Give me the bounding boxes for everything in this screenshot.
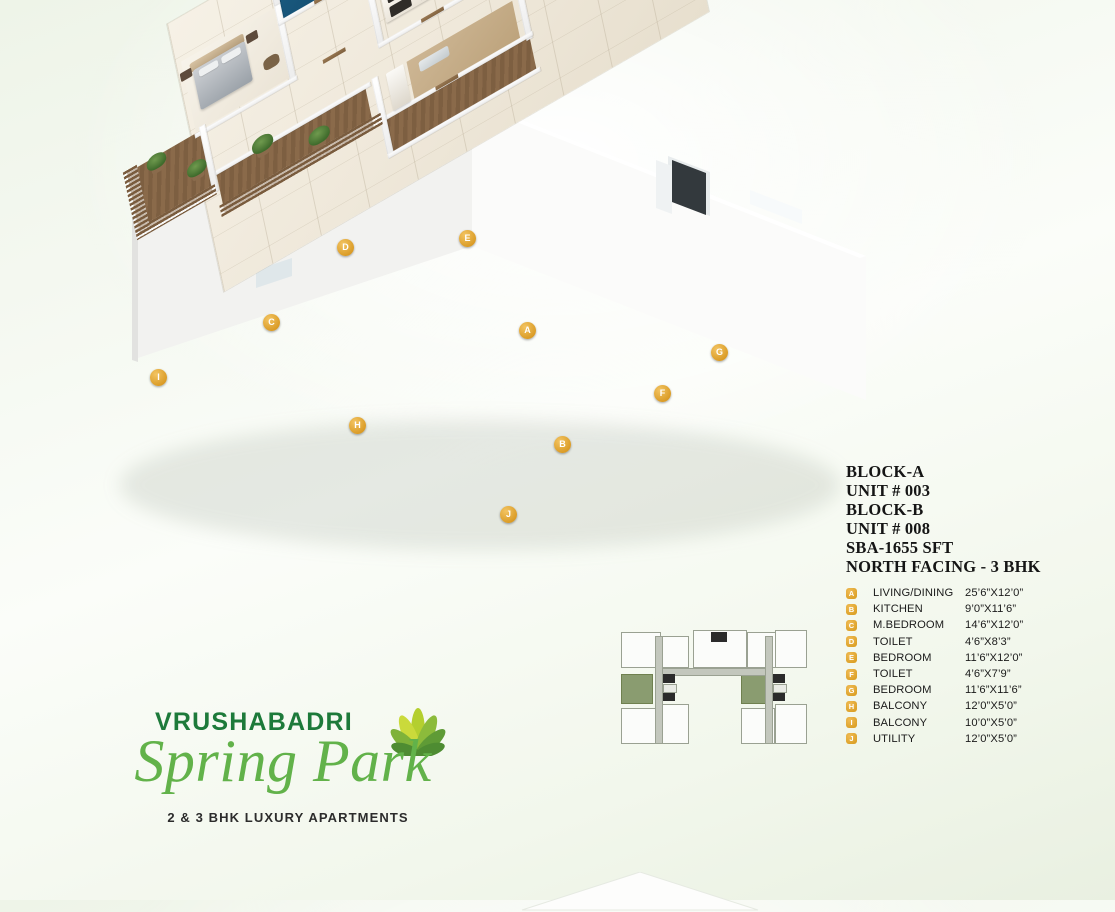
sba-label: SBA-1655 SFT [846, 538, 954, 557]
legend-room-name: UTILITY [873, 732, 916, 745]
next-plan-peek [521, 872, 759, 911]
keyplan-stair [663, 684, 677, 693]
keyplan-stair [773, 684, 787, 693]
keyplan-unit [775, 630, 807, 668]
legend-badge-f: F [846, 668, 857, 680]
room-marker-toilet-f: F [654, 385, 671, 402]
keyplan-core [663, 692, 675, 701]
legend-room-name: TOILET [873, 635, 913, 648]
legend-room-dimensions: 12’0”X5’0” [965, 700, 1017, 713]
room-marker-balcony-h: H [349, 417, 366, 434]
keyplan-core [773, 692, 785, 701]
legend-room-name: TOILET [873, 668, 913, 681]
block-a-label: BLOCK-A [846, 462, 925, 481]
legend-badge-a: A [846, 587, 857, 599]
isometric-floor-plan: A B C D E F G H I J [60, 0, 900, 560]
legend-row: B KITCHEN 9’0”X11’6” [846, 601, 1096, 617]
legend-badge-h: H [846, 700, 857, 712]
legend-badge-j: J [846, 733, 857, 745]
keyplan-corridor-left [655, 636, 663, 744]
brand-tagline: 2 & 3 BHK LUXURY APARTMENTS [167, 810, 409, 825]
legend-badge-i: I [846, 717, 857, 729]
facing-label: NORTH FACING - 3 BHK [846, 557, 1041, 576]
unit-header: BLOCK-A UNIT # 003 BLOCK-B UNIT # 008 SB… [846, 462, 1096, 576]
brand-name-top: VRUSHABADRI [155, 708, 353, 736]
legend-room-name: BEDROOM [873, 651, 932, 664]
legend-room-name: BEDROOM [873, 684, 932, 697]
legend-room-name: M.BEDROOM [873, 619, 945, 632]
legend-badge-c: C [846, 619, 857, 631]
legend-room-dimensions: 12’0”X5’0” [965, 732, 1017, 745]
legend-badge-g: G [846, 684, 857, 696]
floor-slab-group [122, 0, 801, 317]
legend-room-dimensions: 14’6”X12’0” [965, 619, 1024, 632]
legend-row: E BEDROOM 11’6”X12’0” [846, 650, 1096, 666]
unit-a-label: UNIT # 003 [846, 481, 931, 500]
room-marker-bedroom-e: E [459, 230, 476, 247]
legend-row: J UTILITY 12’0”X5’0” [846, 731, 1096, 747]
legend-row: A LIVING/DINING 25’6”X12’0” [846, 585, 1096, 601]
legend-row: H BALCONY 12’0”X5’0” [846, 698, 1096, 714]
legend-room-dimensions: 25’6”X12’0” [965, 587, 1024, 600]
legend-room-name: BALCONY [873, 716, 928, 729]
legend-row: G BEDROOM 11’6”X11’6” [846, 682, 1096, 698]
room-marker-toilet-d: D [337, 239, 354, 256]
legend-room-dimensions: 4’6”X7’9” [965, 668, 1011, 681]
legend-badge-d: D [846, 636, 857, 648]
unit-info-panel: BLOCK-A UNIT # 003 BLOCK-B UNIT # 008 SB… [846, 462, 1096, 747]
keyplan-corridor-right [765, 636, 773, 744]
legend-room-name: KITCHEN [873, 603, 923, 616]
legend-room-dimensions: 11’6”X12’0” [965, 651, 1023, 664]
legend-badge-b: B [846, 603, 857, 615]
keyplan-lift [711, 632, 727, 642]
keyplan-unit [659, 704, 689, 744]
keyplan-unit [621, 708, 657, 744]
plan-drop-shadow [120, 420, 840, 550]
block-b-label: BLOCK-B [846, 500, 924, 519]
room-marker-utility: J [500, 506, 517, 523]
keyplan-unit [621, 632, 661, 668]
legend-row: C M.BEDROOM 14’6”X12’0” [846, 617, 1096, 633]
room-schedule-legend: A LIVING/DINING 25’6”X12’0” B KITCHEN 9’0”X11… [846, 585, 1096, 747]
room-marker-balcony-i: I [150, 369, 167, 386]
room-marker-living-dining: A [519, 322, 536, 339]
legend-room-dimensions: 4’6”X8’3” [965, 635, 1011, 648]
leaf-logo-icon [390, 708, 446, 756]
legend-badge-e: E [846, 652, 857, 664]
legend-room-name: BALCONY [873, 700, 928, 713]
legend-row: F TOILET 4’6”X7’9” [846, 666, 1096, 682]
brand-logo: VRUSHABADRI Spring Park 2 & 3 BHK LUXURY… [118, 694, 478, 840]
brand-name-main: Spring Park [134, 728, 432, 794]
keyplan-core [773, 674, 785, 683]
room-marker-bedroom-g: G [711, 344, 728, 361]
room-marker-kitchen: B [554, 436, 571, 453]
keyplan-core [663, 674, 675, 683]
legend-room-dimensions: 9’0”X11’6” [965, 603, 1017, 616]
legend-room-name: LIVING/DINING [873, 587, 954, 600]
keyplan-unit [775, 704, 807, 744]
room-marker-master-bedroom: C [263, 314, 280, 331]
keyplan-unit [659, 636, 689, 668]
legend-room-dimensions: 11’6”X11’6” [965, 684, 1022, 697]
legend-row: I BALCONY 10’0”X5’0” [846, 715, 1096, 731]
keyplan-highlighted-unit-a [621, 674, 653, 704]
legend-row: D TOILET 4’6”X8’3” [846, 634, 1096, 650]
key-plan [615, 620, 811, 763]
legend-room-dimensions: 10’0”X5’0” [965, 716, 1017, 729]
unit-b-label: UNIT # 008 [846, 519, 931, 538]
